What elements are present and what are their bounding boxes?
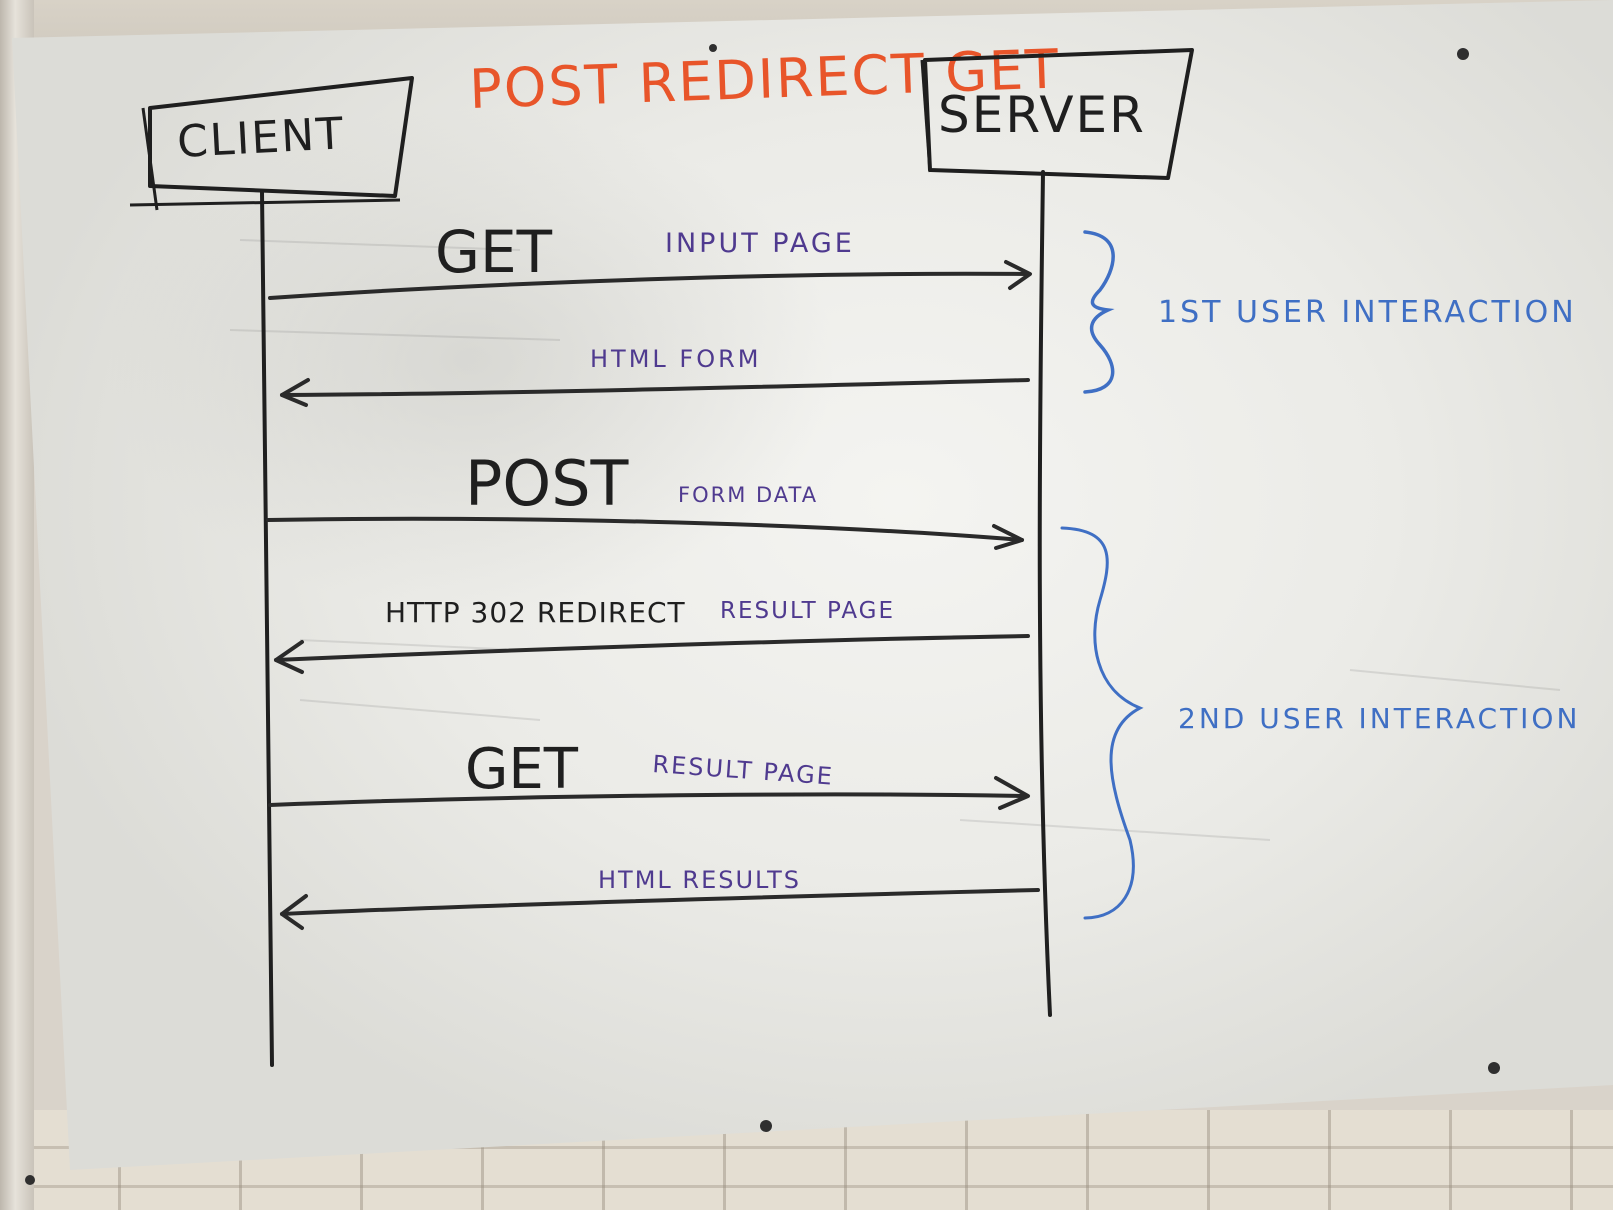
client-lifeline bbox=[260, 190, 274, 1067]
interaction-2-brace bbox=[1060, 526, 1144, 920]
message-1-method: GET bbox=[435, 218, 553, 286]
message-3-arrow bbox=[266, 516, 1024, 542]
magnet-top bbox=[709, 44, 717, 52]
message-4-arrowhead bbox=[274, 640, 304, 674]
message-2-detail: HTML FORM bbox=[590, 345, 762, 373]
magnet-top-right bbox=[1457, 48, 1469, 60]
ghost-smudges bbox=[229, 239, 1561, 841]
client-box-edge bbox=[141, 107, 159, 211]
screw-left bbox=[25, 1175, 35, 1185]
interaction-1: 1ST USER INTERACTION bbox=[1083, 230, 1577, 394]
message-3-detail: FORM DATA bbox=[678, 483, 818, 507]
message-5-method: GET bbox=[465, 737, 579, 802]
message-2-arrowhead bbox=[280, 378, 310, 407]
message-1-arrow bbox=[268, 271, 1030, 300]
message-3-method: POST bbox=[465, 447, 630, 520]
server-box-edge bbox=[920, 59, 932, 173]
message-1-arrowhead bbox=[1004, 260, 1032, 290]
interaction-1-label: 1ST USER INTERACTION bbox=[1158, 295, 1577, 330]
message-5-arrowhead bbox=[994, 776, 1030, 810]
message-6-detail: HTML RESULTS bbox=[598, 866, 801, 894]
interaction-1-brace bbox=[1083, 230, 1115, 394]
message-4-arrow bbox=[274, 634, 1030, 662]
message-1: GET INPUT PAGE bbox=[268, 218, 1032, 300]
message-2: HTML FORM bbox=[280, 345, 1030, 407]
message-5-detail: RESULT PAGE bbox=[652, 750, 835, 791]
client-actor: CLIENT bbox=[129, 76, 414, 1067]
message-5-arrow bbox=[268, 792, 1028, 807]
message-6: HTML RESULTS bbox=[280, 866, 1040, 930]
magnet-bottom bbox=[760, 1120, 772, 1132]
message-4-detail: RESULT PAGE bbox=[720, 598, 895, 624]
interaction-2: 2ND USER INTERACTION bbox=[1060, 526, 1580, 920]
message-1-detail: INPUT PAGE bbox=[665, 228, 855, 259]
message-4-method: HTTP 302 REDIRECT bbox=[385, 596, 686, 629]
magnet-bottom-right bbox=[1488, 1062, 1500, 1074]
message-3: POST FORM DATA bbox=[266, 447, 1024, 550]
server-actor: SERVER bbox=[920, 48, 1194, 1017]
client-label: CLIENT bbox=[176, 108, 346, 168]
message-2-arrow bbox=[280, 378, 1030, 397]
message-6-arrowhead bbox=[280, 894, 308, 930]
message-6-arrow bbox=[280, 888, 1040, 916]
board-magnets bbox=[25, 44, 1500, 1185]
message-5: GET RESULT PAGE bbox=[268, 737, 1030, 810]
client-box-base bbox=[129, 198, 401, 207]
message-4: HTTP 302 REDIRECT RESULT PAGE bbox=[274, 596, 1030, 674]
interaction-2-label: 2ND USER INTERACTION bbox=[1178, 702, 1580, 735]
server-label: SERVER bbox=[938, 86, 1146, 144]
server-lifeline bbox=[1037, 170, 1052, 1017]
message-3-arrowhead bbox=[992, 524, 1024, 550]
